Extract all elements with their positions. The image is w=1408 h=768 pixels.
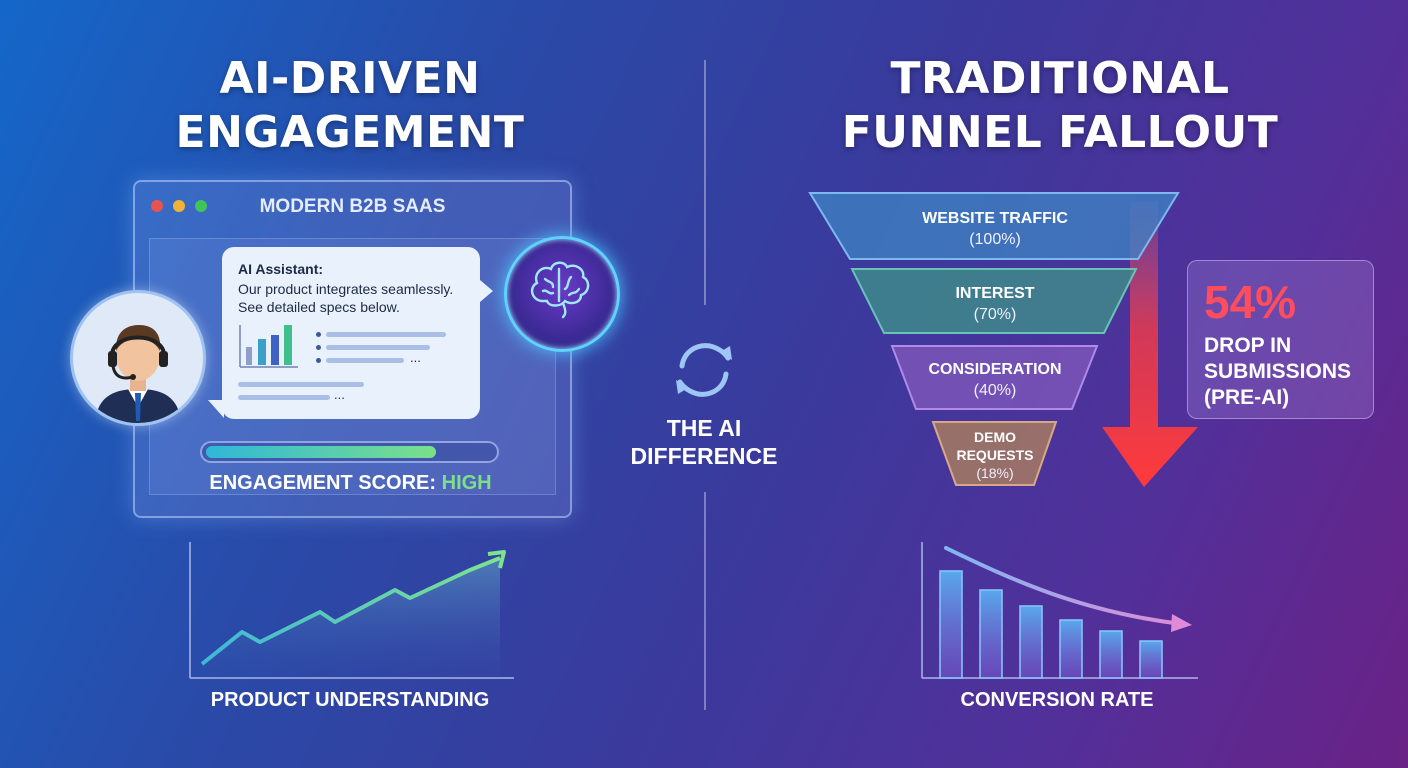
chat-line-1: Our product integrates seamlessly. [238, 281, 454, 297]
bar-5 [1099, 630, 1123, 679]
bullet-dot [316, 358, 321, 363]
text-placeholder-line [326, 358, 404, 363]
drop-description: DROP IN SUBMISSIONS (PRE-AI) [1204, 333, 1351, 411]
funnel-label-consideration: CONSIDERATION (40%) [880, 359, 1110, 401]
funnel-name: INTEREST [955, 285, 1035, 302]
left-title-line1: AI-DRIVEN [219, 53, 481, 104]
chat-bubble: AI Assistant: Our product integrates sea… [222, 247, 480, 419]
brain-icon [504, 236, 620, 352]
conversion-rate-chart [921, 542, 1198, 679]
headset-agent-icon [95, 325, 181, 423]
divider-top [704, 60, 706, 305]
bar-4 [1059, 619, 1083, 679]
funnel-stage-interest [850, 268, 1138, 334]
drop-line1: DROP IN [1204, 334, 1292, 357]
left-title-line2: ENGAGEMENT [175, 107, 525, 158]
text-placeholder-line [326, 332, 446, 337]
bar-1 [939, 570, 963, 679]
trend-down-arrow-icon [1171, 614, 1192, 632]
engagement-progress-bar [200, 441, 499, 463]
funnel-pct: (40%) [973, 382, 1017, 399]
agent-avatar [70, 290, 206, 426]
trend-area [202, 558, 500, 678]
ai-difference-line2: DIFFERENCE [630, 443, 778, 469]
browser-title: MODERN B2B SAAS [259, 196, 446, 217]
drop-stat-card: 54% DROP IN SUBMISSIONS (PRE-AI) [1187, 260, 1374, 419]
text-placeholder-line [326, 345, 430, 350]
chat-line-2: See detailed specs below. [238, 299, 400, 315]
bullet-dot [316, 332, 321, 337]
funnel-name: WEBSITE TRAFFIC [922, 210, 1068, 227]
window-close-dot [151, 200, 163, 212]
funnel-pct: (18%) [976, 465, 1014, 481]
bar-6 [1139, 640, 1163, 679]
bullet-dot [316, 345, 321, 350]
right-title-line2: FUNNEL FALLOUT [841, 107, 1279, 158]
text-placeholder-line [238, 382, 364, 387]
engagement-score: ENGAGEMENT SCORE: HIGH [133, 472, 568, 495]
bubble-tail-right [480, 280, 493, 302]
funnel-diagram [808, 192, 1198, 487]
mini-bar-chart-icon [239, 325, 298, 368]
bubble-tail-left [208, 400, 224, 418]
drop-line2: SUBMISSIONS [1204, 360, 1352, 383]
down-arrow-icon [1102, 201, 1198, 487]
window-minimize-dot [173, 200, 185, 212]
engagement-score-label: ENGAGEMENT SCORE: [209, 472, 437, 494]
funnel-stage-demo-requests [931, 421, 1058, 486]
chat-ellipsis-1: ... [410, 350, 421, 365]
product-understanding-chart [189, 542, 514, 679]
engagement-score-value: HIGH [441, 472, 492, 494]
drop-line3: (PRE-AI) [1204, 386, 1290, 409]
ai-difference-label: THE AI DIFFERENCE [614, 414, 794, 470]
conversion-rate-label: CONVERSION RATE [960, 689, 1154, 711]
text-placeholder-line [238, 395, 330, 400]
left-title: AI-DRIVEN ENGAGEMENT [140, 52, 560, 160]
funnel-label-interest: INTEREST (70%) [880, 283, 1110, 325]
decline-curve [944, 546, 1184, 626]
trend-up-arrow-icon [487, 550, 506, 569]
bar-3 [1019, 605, 1043, 679]
right-title-line1: TRADITIONAL [890, 53, 1230, 104]
funnel-stage-consideration [890, 345, 1099, 410]
right-title: TRADITIONAL FUNNEL FALLOUT [820, 52, 1300, 160]
product-understanding-label: PRODUCT UNDERSTANDING [210, 689, 490, 711]
funnel-label-website-traffic: WEBSITE TRAFFIC (100%) [880, 208, 1110, 250]
engagement-progress-fill [206, 446, 436, 458]
drop-percentage: 54% [1204, 276, 1297, 328]
funnel-name-line1: DEMO [974, 429, 1016, 445]
divider-bottom [704, 492, 706, 710]
funnel-name: CONSIDERATION [928, 361, 1062, 378]
funnel-stage-website-traffic [808, 192, 1180, 260]
funnel-name-line2: REQUESTS [956, 447, 1034, 463]
bar-2 [979, 589, 1003, 679]
chat-sender: AI Assistant: [238, 261, 324, 277]
trend-line [200, 556, 501, 666]
window-maximize-dot [195, 200, 207, 212]
funnel-pct: (70%) [973, 306, 1017, 323]
funnel-pct: (100%) [969, 231, 1021, 248]
chat-ellipsis-2: ... [334, 387, 345, 402]
ai-difference-line1: THE AI [666, 415, 742, 441]
refresh-cycle-icon [676, 343, 732, 397]
funnel-label-demo-requests: DEMO REQUESTS (18%) [930, 428, 1060, 482]
